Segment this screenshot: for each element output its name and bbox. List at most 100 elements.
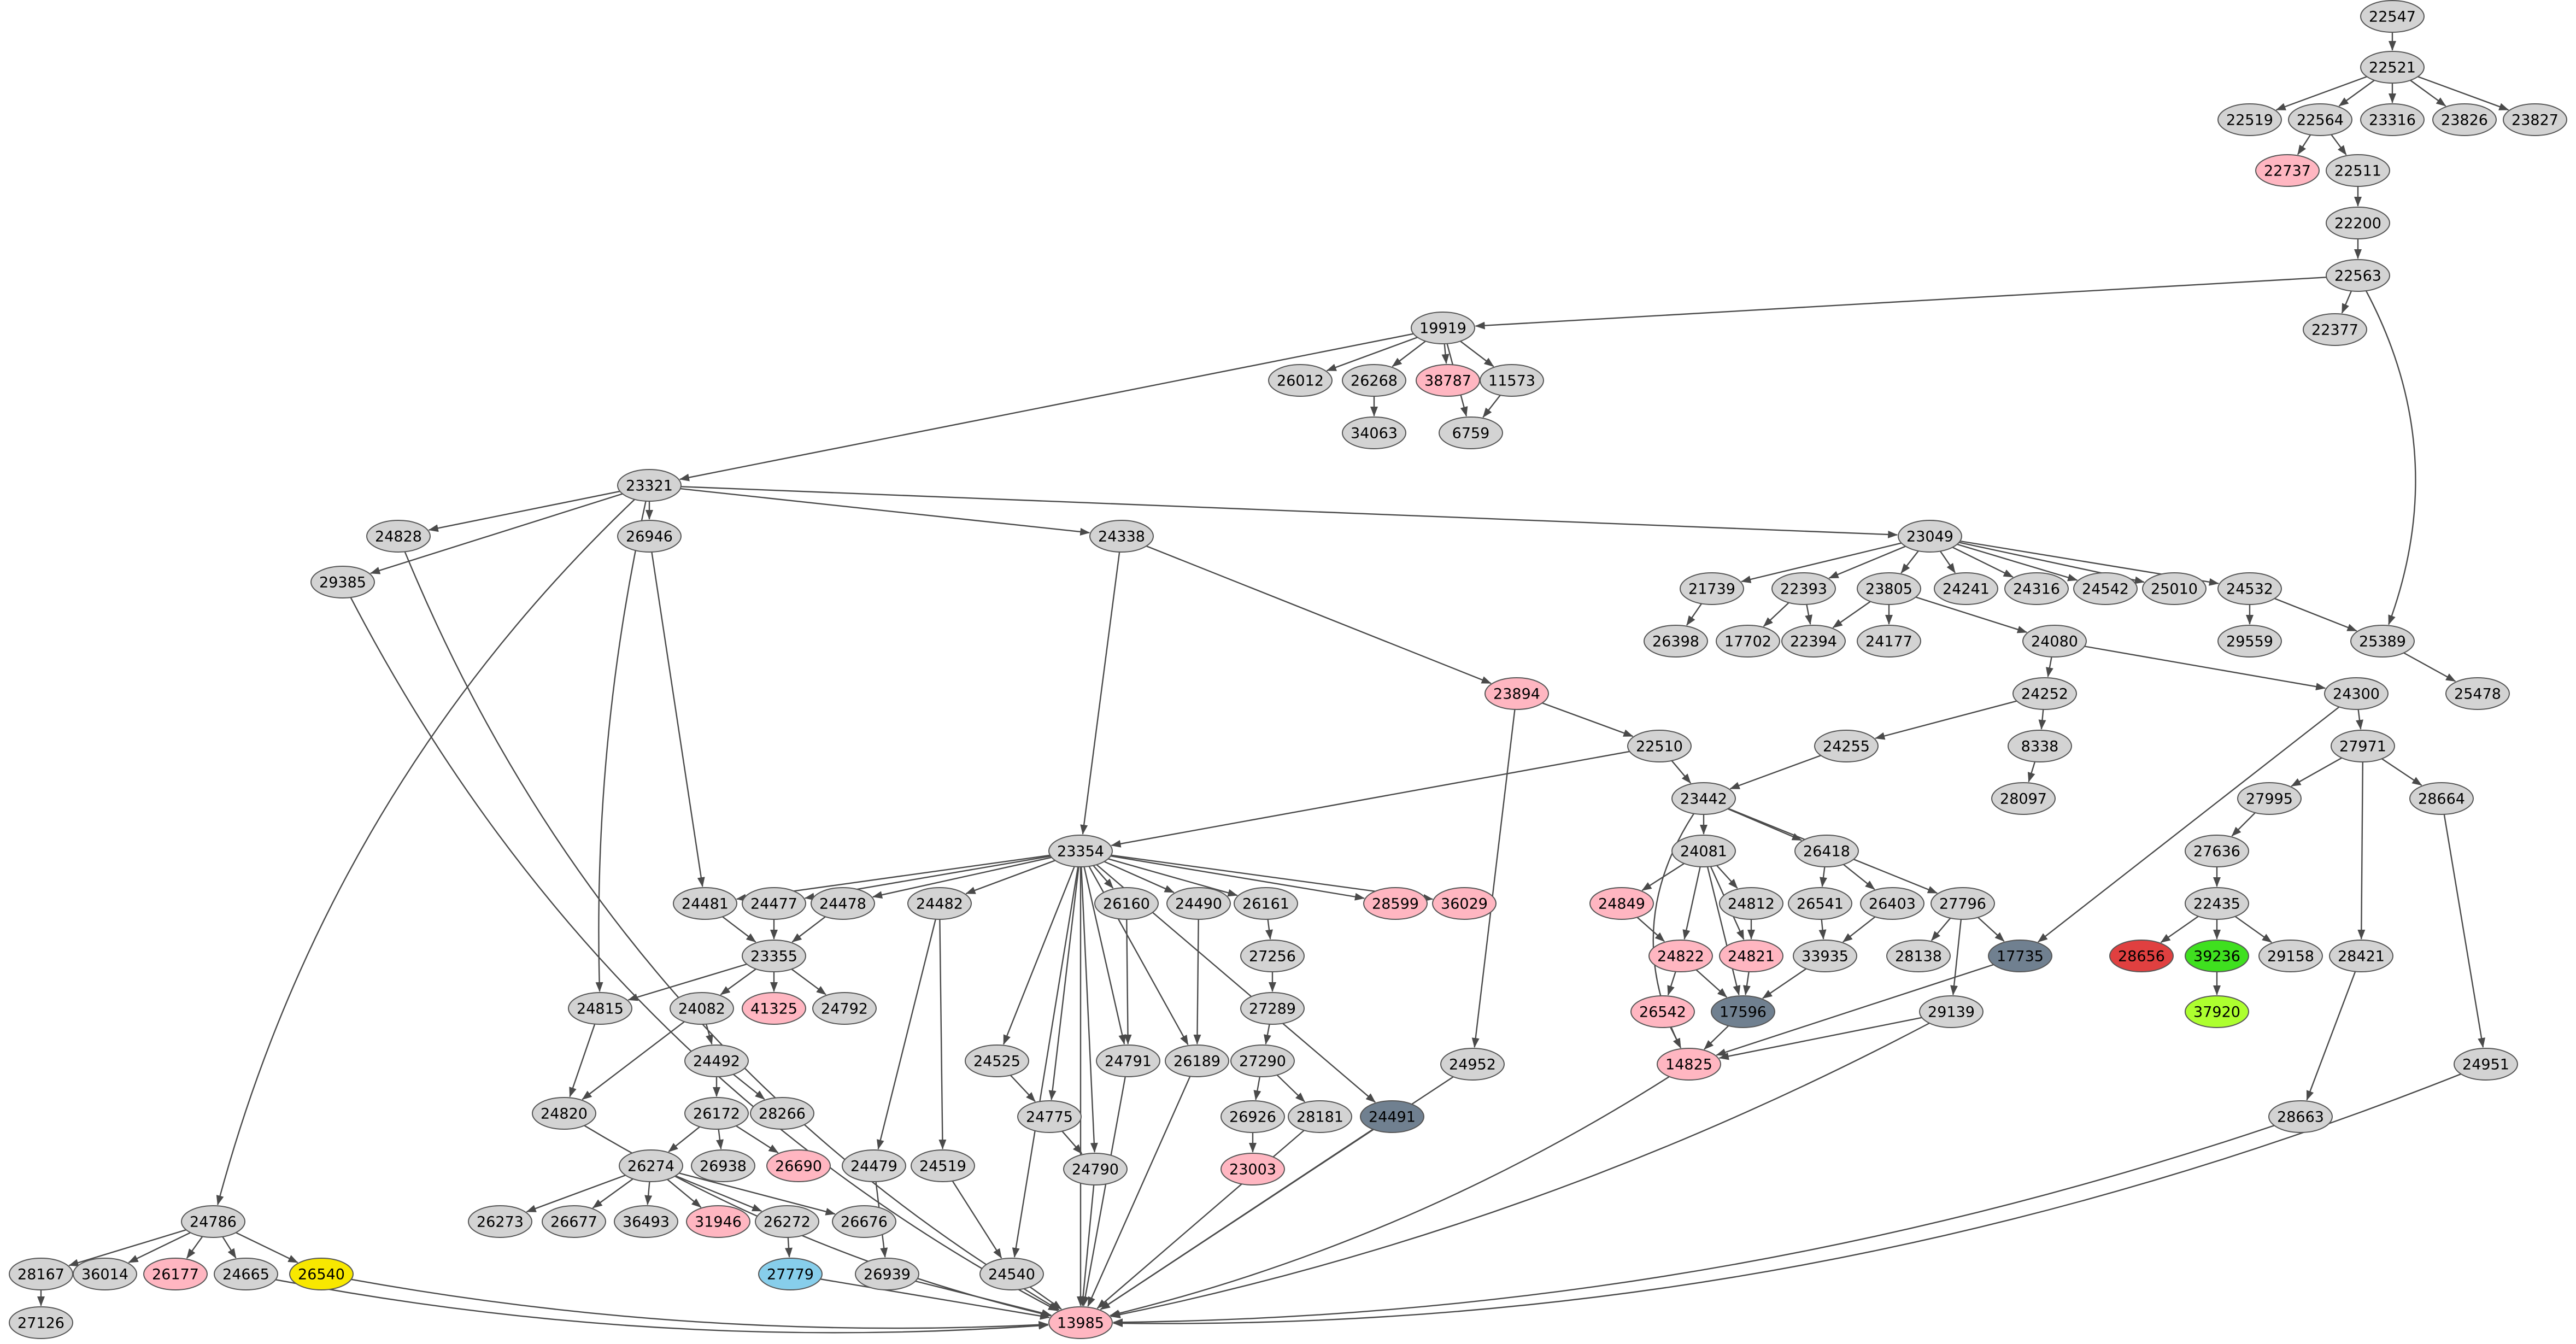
node-label-24478: 24478 (819, 895, 866, 912)
node-label-27796: 27796 (1939, 895, 1986, 912)
graph-node-23805: 23805 (1857, 572, 1921, 605)
node-label-22521: 22521 (2369, 59, 2416, 76)
node-label-23321: 23321 (626, 477, 673, 494)
graph-node-36029: 36029 (1432, 887, 1497, 920)
node-ellipse-27796 (1930, 887, 1995, 920)
node-ellipse-22377 (2303, 313, 2367, 346)
graph-node-22377: 22377 (2303, 313, 2367, 346)
graph-node-28599: 28599 (1363, 887, 1428, 920)
node-label-26268: 26268 (1351, 372, 1398, 389)
node-ellipse-24316 (2004, 572, 2069, 605)
node-ellipse-26161 (1234, 887, 1298, 920)
edge-24300-17735 (2038, 706, 2340, 943)
node-ellipse-25389 (2350, 625, 2415, 658)
node-label-23355: 23355 (750, 948, 797, 965)
node-label-28656: 28656 (2118, 948, 2165, 965)
graph-node-27971: 27971 (2331, 730, 2395, 762)
node-ellipse-24542 (2073, 572, 2138, 605)
node-ellipse-24665 (214, 1258, 278, 1290)
edge-24482-24479 (877, 919, 936, 1150)
edge-23805-24080 (1915, 596, 2028, 633)
graph-node-26398: 26398 (1644, 625, 1708, 658)
graph-node-22200: 22200 (2326, 207, 2390, 239)
node-ellipse-23826 (2432, 103, 2497, 136)
node-ellipse-22737 (2255, 154, 2320, 187)
edge-19919-38787 (1441, 343, 1450, 364)
graph-node-24519: 24519 (911, 1149, 975, 1182)
node-label-24821: 24821 (1728, 948, 1775, 965)
edge-22521-22519 (2275, 76, 2367, 111)
node-ellipse-22393 (1771, 572, 1836, 605)
graph-node-27995: 27995 (2237, 782, 2302, 815)
edge-17596-14825 (1704, 1025, 1729, 1050)
node-ellipse-24081 (1671, 835, 1736, 867)
node-label-22547: 22547 (2369, 8, 2416, 25)
node-label-25010: 25010 (2151, 580, 2198, 597)
edge-24252-8338 (2038, 709, 2046, 730)
node-label-24477: 24477 (750, 895, 797, 912)
node-label-26177: 26177 (152, 1266, 199, 1283)
graph-node-13985: 13985 (1048, 1306, 1113, 1339)
node-ellipse-24775 (1017, 1100, 1082, 1133)
node-label-24542: 24542 (2082, 580, 2129, 597)
node-label-22393: 22393 (1780, 580, 1827, 597)
edge-24822-17596 (1695, 969, 1728, 998)
edge-17735-14825 (1716, 964, 1994, 1056)
graph-node-22393: 22393 (1771, 572, 1836, 605)
node-ellipse-24786 (181, 1205, 245, 1238)
edge-26274-31946 (667, 1178, 702, 1208)
node-label-27995: 27995 (2246, 790, 2293, 807)
edge-27971-28421 (2357, 761, 2366, 940)
node-ellipse-29158 (2258, 940, 2323, 972)
node-ellipse-26160 (1094, 887, 1159, 920)
node-label-24775: 24775 (1026, 1108, 1073, 1125)
graph-node-24951: 24951 (2454, 1048, 2518, 1081)
edge-23321-24828 (428, 490, 620, 532)
node-ellipse-25478 (2445, 677, 2510, 710)
edge-26418-26541 (1820, 866, 1827, 888)
node-label-28421: 28421 (2338, 948, 2385, 965)
node-ellipse-24540 (979, 1258, 1044, 1290)
edge-24482-24519 (938, 919, 947, 1149)
node-label-29385: 29385 (319, 574, 366, 591)
graph-node-24481: 24481 (673, 887, 737, 920)
edge-23354-24790 (1081, 866, 1098, 1153)
node-label-26418: 26418 (1803, 843, 1850, 860)
edge-22510-23354 (1111, 750, 1630, 848)
node-label-34063: 34063 (1351, 425, 1398, 442)
node-label-8338: 8338 (2021, 738, 2059, 755)
edge-23894-22510 (1542, 702, 1634, 737)
graph-node-22547: 22547 (2360, 0, 2425, 33)
node-label-24491: 24491 (1369, 1108, 1416, 1125)
node-label-27256: 27256 (1249, 948, 1296, 965)
node-label-28663: 28663 (2277, 1108, 2324, 1125)
node-label-13985: 13985 (1057, 1314, 1104, 1331)
graph-node-24081: 24081 (1671, 835, 1736, 867)
graph-node-26540: 26540 (289, 1258, 354, 1290)
node-label-28138: 28138 (1895, 948, 1942, 965)
node-label-26690: 26690 (775, 1158, 822, 1175)
edge-24082-24492 (705, 1024, 713, 1045)
graph-node-24792: 24792 (812, 992, 877, 1025)
graph-node-26274: 26274 (619, 1149, 683, 1182)
graph-node-26172: 26172 (684, 1097, 749, 1130)
edge-26161-27256 (1265, 919, 1273, 940)
graph-node-36493: 36493 (614, 1205, 678, 1238)
node-ellipse-31946 (686, 1205, 750, 1238)
edge-26541-33935 (1818, 919, 1827, 940)
edge-22521-22564 (2338, 79, 2375, 107)
graph-node-26272: 26272 (755, 1205, 819, 1238)
graph-node-24791: 24791 (1096, 1044, 1160, 1077)
node-ellipse-28266 (750, 1097, 814, 1130)
graph-node-6759: 6759 (1439, 416, 1503, 449)
graph-node-24082: 24082 (670, 992, 734, 1025)
node-ellipse-26939 (855, 1258, 919, 1290)
node-ellipse-24082 (670, 992, 734, 1025)
node-ellipse-34063 (1342, 416, 1406, 449)
edge-24849-24822 (1636, 917, 1665, 942)
graph-node-27290: 27290 (1230, 1044, 1295, 1077)
node-ellipse-26542 (1630, 995, 1695, 1028)
node-label-24525: 24525 (973, 1053, 1020, 1070)
node-ellipse-28599 (1363, 887, 1428, 920)
